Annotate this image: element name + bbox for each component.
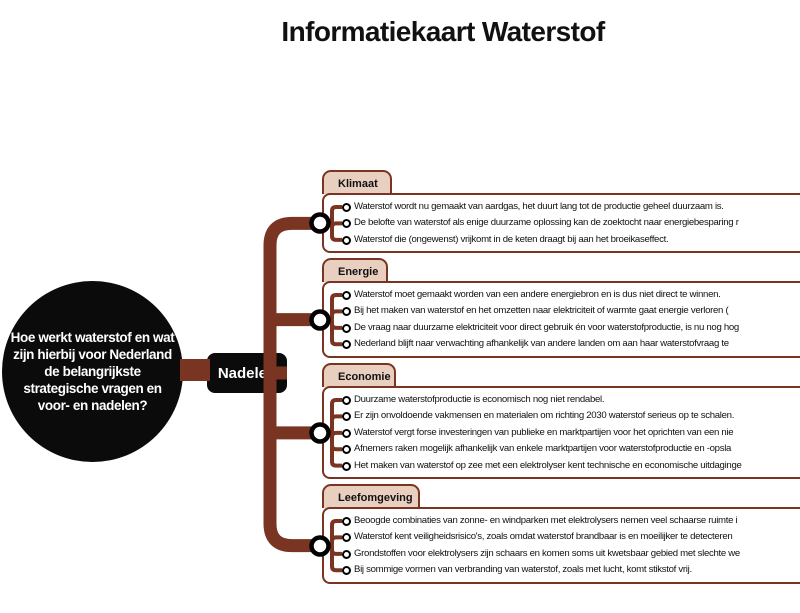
bullet-ring-icon xyxy=(342,235,351,245)
list-item: Waterstof vergt forse investeringen van … xyxy=(324,425,800,441)
page-title: Informatiekaart Waterstof xyxy=(281,16,605,47)
bullet-ring-icon xyxy=(342,533,351,543)
sub-branch-connector xyxy=(326,430,342,468)
list-item-text: De vraag naar duurzame elektriciteit voo… xyxy=(354,321,739,333)
bullet-ring-icon xyxy=(342,566,351,576)
list-item: Waterstof kent veiligheidsrisico's, zoal… xyxy=(324,529,800,545)
list-item: Het maken van waterstof op zee met een e… xyxy=(324,458,800,474)
list-item-text: Bij het maken van waterstof en het omzet… xyxy=(354,305,729,317)
list-item-text: Afnemers raken mogelijk afhankelijk van … xyxy=(354,443,732,455)
list-item: Bij sommige vormen van verbranding van w… xyxy=(324,562,800,578)
bullet-ring-icon xyxy=(342,461,351,471)
list-item-text: Waterstof vergt forse investeringen van … xyxy=(354,426,734,438)
bullet-ring-icon xyxy=(342,549,351,559)
list-item-text: Grondstoffen voor elektrolysers zijn sch… xyxy=(354,547,740,559)
list-item: Waterstof moet gemaakt worden van een an… xyxy=(324,287,800,303)
list-item-text: Duurzame waterstofproductie is economisc… xyxy=(354,394,605,405)
section-box: Beoogde combinaties van zonne- en windpa… xyxy=(322,507,800,584)
list-item-text: Het maken van waterstof op zee met een e… xyxy=(354,459,742,471)
sub-branch-connector xyxy=(326,221,342,242)
section-box: Duurzame waterstofproductie is economisc… xyxy=(322,386,800,480)
bullet-ring-icon xyxy=(342,323,351,333)
list-item-text: Waterstof moet gemaakt worden van een an… xyxy=(354,289,721,300)
central-question-node: Hoe werkt waterstof en wat zijn hierbij … xyxy=(2,281,183,462)
bullet-ring-icon xyxy=(342,445,351,455)
section-tab: Energie xyxy=(322,258,388,282)
list-item: Grondstoffen voor elektrolysers zijn sch… xyxy=(324,546,800,562)
list-item: Er zijn onvoldoende vakmensen en materia… xyxy=(324,408,800,424)
bullet-ring-icon xyxy=(342,412,351,422)
list-item-text: Er zijn onvoldoende vakmensen en materia… xyxy=(354,410,735,422)
list-item: Bij het maken van waterstof en het omzet… xyxy=(324,303,800,319)
bullet-ring-icon xyxy=(342,396,351,405)
ring-node-icon xyxy=(309,308,331,331)
list-item: Nederland blijft naar verwachting afhank… xyxy=(324,336,800,352)
section-tab: Klimaat xyxy=(322,170,392,194)
list-item-text: Beoogde combinaties van zonne- en windpa… xyxy=(354,515,738,526)
list-item-text: Waterstof die (ongewenst) vrijkomt in de… xyxy=(354,233,669,245)
list-item: Afnemers raken mogelijk afhankelijk van … xyxy=(324,441,800,457)
bullet-ring-icon xyxy=(342,517,351,526)
list-item-text: De belofte van waterstof als enige duurz… xyxy=(354,217,739,229)
list-item: Duurzame waterstofproductie is economisc… xyxy=(324,392,800,408)
sub-branch-connector xyxy=(326,543,342,573)
central-question-text: Hoe werkt waterstof en wat zijn hierbij … xyxy=(10,330,175,413)
section-label: Economie xyxy=(338,371,391,383)
list-item: Waterstof die (ongewenst) vrijkomt in de… xyxy=(324,232,800,248)
section-tab: Economie xyxy=(322,363,396,387)
section-box: Waterstof wordt nu gemaakt van aardgas, … xyxy=(322,193,800,254)
bullet-ring-icon xyxy=(342,219,351,229)
section-tab: Leefomgeving xyxy=(322,484,420,508)
ring-node-icon xyxy=(309,422,331,444)
list-item: De belofte van waterstof als enige duurz… xyxy=(324,215,800,231)
section-box: Waterstof moet gemaakt worden van een an… xyxy=(322,281,800,358)
bullet-ring-icon xyxy=(342,340,351,350)
list-item-text: Waterstof wordt nu gemaakt van aardgas, … xyxy=(354,201,724,212)
bullet-ring-icon xyxy=(342,291,351,300)
section-label: Leefomgeving xyxy=(338,492,413,504)
circle-to-nadelen-connector xyxy=(180,359,210,381)
list-item-text: Bij sommige vormen van verbranding van w… xyxy=(354,564,692,576)
trunk-connector xyxy=(263,216,320,553)
list-item: De vraag naar duurzame elektriciteit voo… xyxy=(324,320,800,336)
bullet-ring-icon xyxy=(342,203,351,212)
ring-node-icon xyxy=(309,212,331,235)
ring-node-icon xyxy=(309,534,331,557)
section-label: Klimaat xyxy=(338,178,378,190)
bullet-ring-icon xyxy=(342,428,351,438)
list-item: Waterstof wordt nu gemaakt van aardgas, … xyxy=(324,199,800,215)
list-item: Beoogde combinaties van zonne- en windpa… xyxy=(324,513,800,529)
section-label: Energie xyxy=(338,266,379,278)
sub-branch-connector xyxy=(326,317,342,347)
list-item-text: Nederland blijft naar verwachting afhank… xyxy=(354,338,729,350)
bullet-ring-icon xyxy=(342,307,351,317)
list-item-text: Waterstof kent veiligheidsrisico's, zoal… xyxy=(354,531,733,543)
